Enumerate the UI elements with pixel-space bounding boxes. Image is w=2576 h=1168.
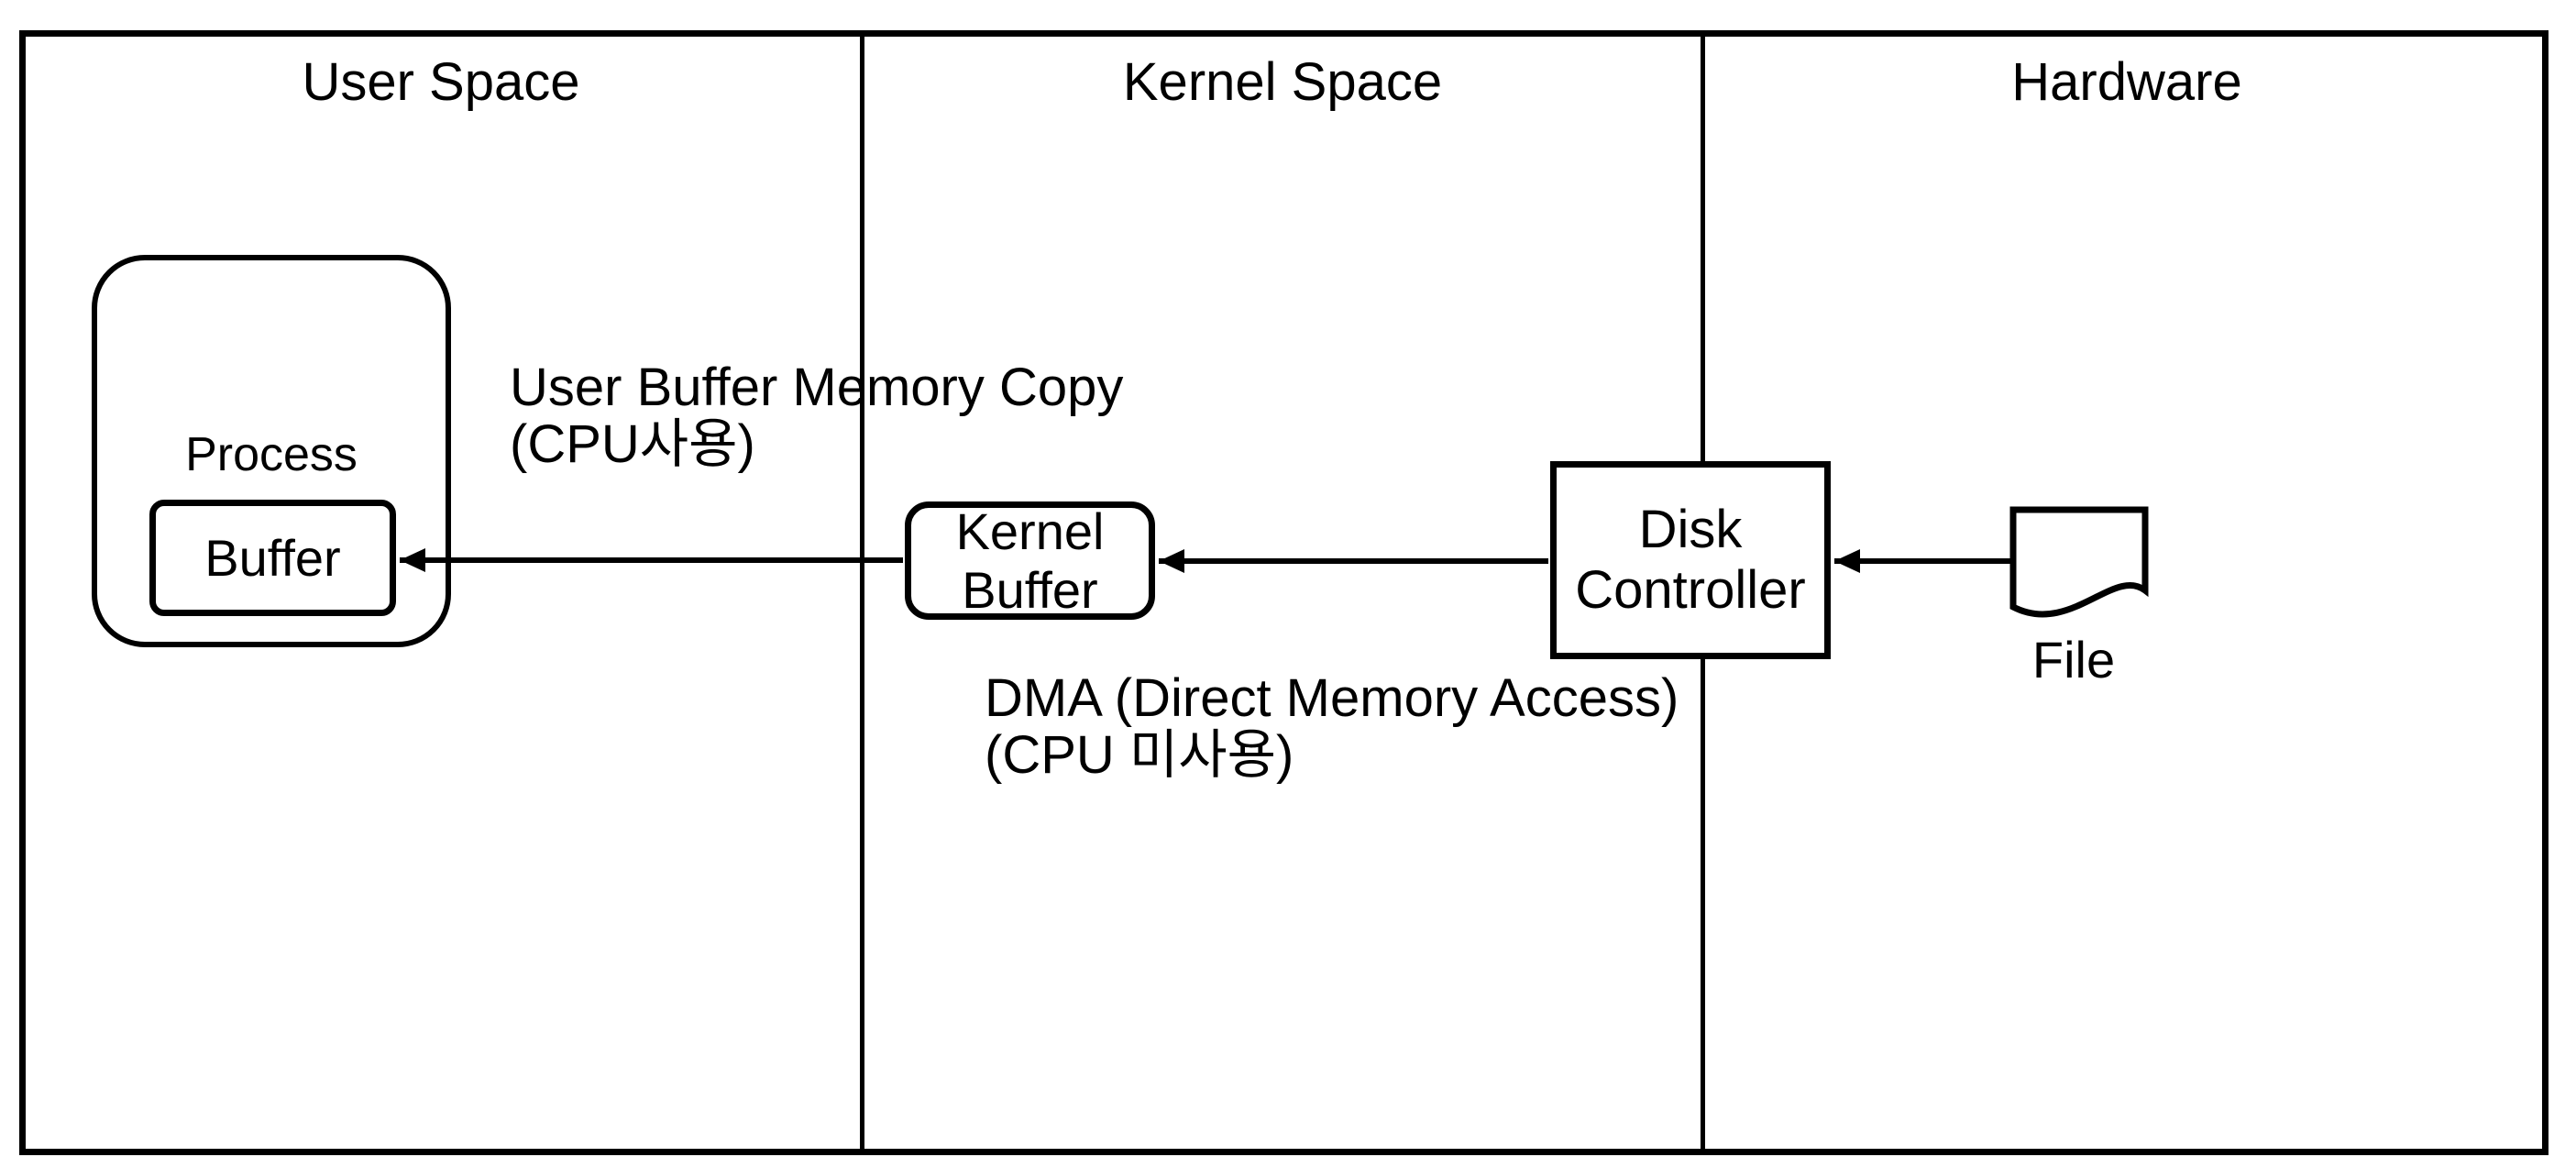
kernel-buffer-label-line1: Kernel — [955, 501, 1105, 560]
annotation-dma-line1: DMA (Direct Memory Access) — [985, 668, 1679, 728]
disk-controller-box: Disk Controller — [1550, 461, 1831, 659]
user-buffer-label: Buffer — [204, 528, 341, 587]
file-label: File — [2031, 631, 2116, 689]
annotation-memory-copy-line2: (CPU사용) — [510, 414, 755, 474]
diagram-outer-border — [19, 30, 2548, 1155]
annotation-memory-copy-line1: User Buffer Memory Copy — [510, 358, 1124, 417]
kernel-buffer-box: Kernel Buffer — [905, 501, 1155, 620]
column-header-user-space: User Space — [302, 52, 580, 112]
column-header-kernel-space: Kernel Space — [1122, 52, 1443, 112]
divider-user-kernel — [860, 30, 864, 1155]
column-header-hardware: Hardware — [2011, 52, 2242, 112]
annotation-dma: DMA (Direct Memory Access) (CPU 미사용) — [985, 670, 1679, 784]
kernel-buffer-label-line2: Buffer — [962, 560, 1098, 619]
disk-controller-label-line1: Disk — [1638, 500, 1743, 559]
user-buffer-box: Buffer — [149, 500, 396, 616]
annotation-user-buffer-memory-copy: User Buffer Memory Copy (CPU사용) — [510, 359, 1123, 473]
annotation-dma-line2: (CPU 미사용) — [985, 725, 1294, 785]
disk-controller-label-line2: Controller — [1575, 560, 1806, 620]
process-label: Process — [185, 428, 358, 481]
